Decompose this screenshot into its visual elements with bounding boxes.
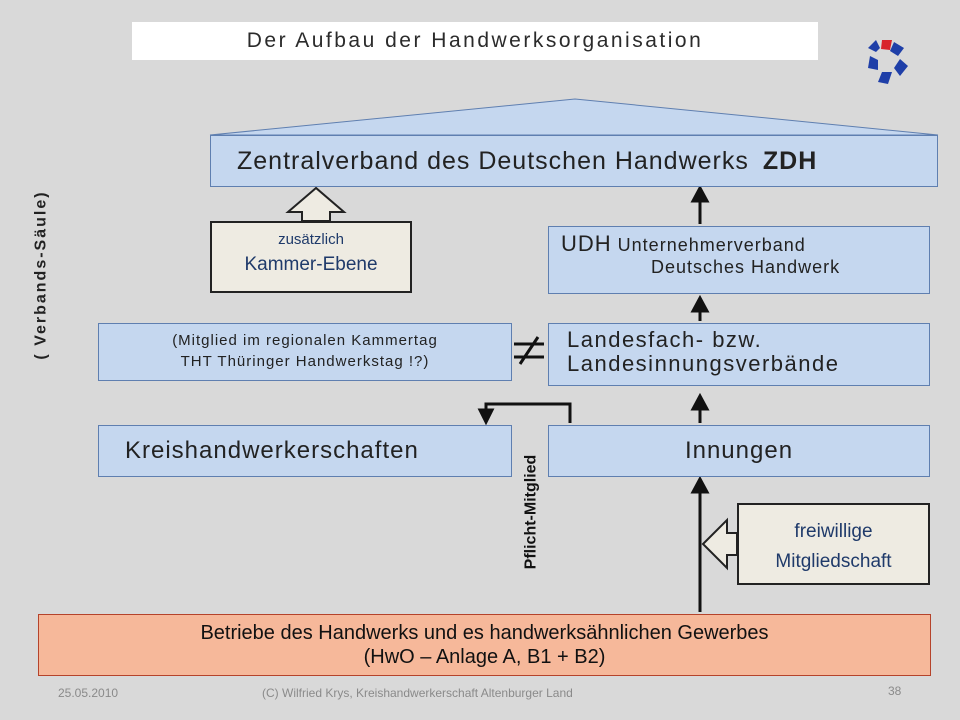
kammertag-line2: THT Thüringer Handwerkstag !?) xyxy=(180,353,430,370)
footer-date: 25.05.2010 xyxy=(58,686,119,700)
zdh-box: Zentralverband des Deutschen Handwerks Z… xyxy=(210,135,938,187)
kammertag-box: (Mitglied im regionalen Kammertag THT Th… xyxy=(98,323,512,381)
footer-page-number: 38 xyxy=(888,684,902,698)
freiwillige-mitgliedschaft-box: freiwillige Mitgliedschaft xyxy=(737,503,930,585)
not-equal-icon xyxy=(514,336,544,365)
frei-line1: freiwillige xyxy=(794,521,873,542)
kammer-line1: zusätzlich xyxy=(278,231,344,248)
landes-line1: Landesfach- bzw. xyxy=(567,327,763,352)
betriebe-box: Betriebe des Handwerks und es handwerksä… xyxy=(38,614,931,676)
kammer-up-arrow xyxy=(285,186,347,222)
zdh-text: Zentralverband des Deutschen Handwerks xyxy=(237,146,749,175)
roof-shape xyxy=(209,98,939,136)
verbands-saeule-label: ( Verbands-Säule) xyxy=(33,190,50,360)
udh-abbr: UDH xyxy=(561,231,612,256)
betriebe-line2: (HwO – Anlage A, B1 + B2) xyxy=(363,646,606,668)
pflicht-mitglied-label: Pflicht-Mitglied xyxy=(522,454,539,570)
handwerk-logo-icon xyxy=(868,40,908,84)
page-title: Der Aufbau der Handwerksorganisation xyxy=(132,22,818,60)
frei-line2: Mitgliedschaft xyxy=(775,551,892,572)
main-arrows xyxy=(690,184,710,612)
innungen-box: Innungen xyxy=(548,425,930,477)
udh-line1: Unternehmerverband xyxy=(617,235,806,255)
kammer-line2: Kammer-Ebene xyxy=(244,254,378,275)
zdh-abbr: ZDH xyxy=(762,146,818,175)
betriebe-line1: Betriebe des Handwerks und es handwerksä… xyxy=(200,622,769,644)
kammertag-line1: (Mitglied im regionalen Kammertag xyxy=(172,332,438,349)
udh-line2: Deutsches Handwerk xyxy=(651,257,841,277)
footer-copyright: (C) Wilfried Krys, Kreishandwerkerschaft… xyxy=(262,686,573,700)
landes-line2: Landesinnungsverbände xyxy=(567,351,840,376)
frei-left-arrow xyxy=(701,517,738,571)
kammer-ebene-box: zusätzlich Kammer-Ebene xyxy=(210,221,412,293)
pflicht-connector xyxy=(477,402,572,426)
kreishandwerkerschaften-box: Kreishandwerkerschaften xyxy=(98,425,512,477)
landesverbaende-box: Landesfach- bzw. Landesinnungsverbände xyxy=(548,323,930,386)
